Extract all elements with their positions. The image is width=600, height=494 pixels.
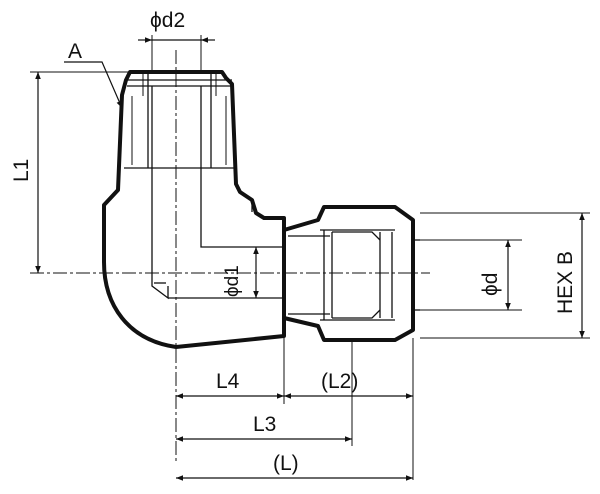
label-l: (L) <box>273 452 299 475</box>
dimension-l2: (L2) <box>284 370 413 399</box>
dimension-phi-d: ϕd <box>420 239 522 311</box>
dimension-l: (L) <box>176 452 413 481</box>
label-phi-d: ϕd <box>479 273 502 296</box>
label-l4: L4 <box>216 370 240 393</box>
label-hex-b: HEX B <box>554 251 577 314</box>
dimension-l3: L3 <box>176 413 352 442</box>
dimension-phi-d2: ϕd2 <box>138 9 215 72</box>
center-lines <box>30 50 430 462</box>
label-l1: L1 <box>10 159 33 182</box>
label-phi-d2: ϕd2 <box>150 9 185 32</box>
compression-nut <box>282 205 420 342</box>
dimension-hex-b: HEX B <box>420 212 590 339</box>
elbow-body-outline <box>102 70 286 349</box>
inner-bore <box>151 86 284 300</box>
label-phi-d1: ϕd1 <box>222 265 243 297</box>
label-a: A <box>68 40 82 63</box>
extension-lines <box>283 318 414 480</box>
label-l2: (L2) <box>321 370 358 393</box>
dimension-l1: L1 <box>10 71 128 273</box>
label-l3: L3 <box>253 413 276 436</box>
dimension-l4: L4 <box>176 370 284 399</box>
thread-section <box>124 72 236 169</box>
leader-a: A <box>64 40 123 109</box>
dimension-phi-d1: ϕd1 <box>222 247 259 298</box>
